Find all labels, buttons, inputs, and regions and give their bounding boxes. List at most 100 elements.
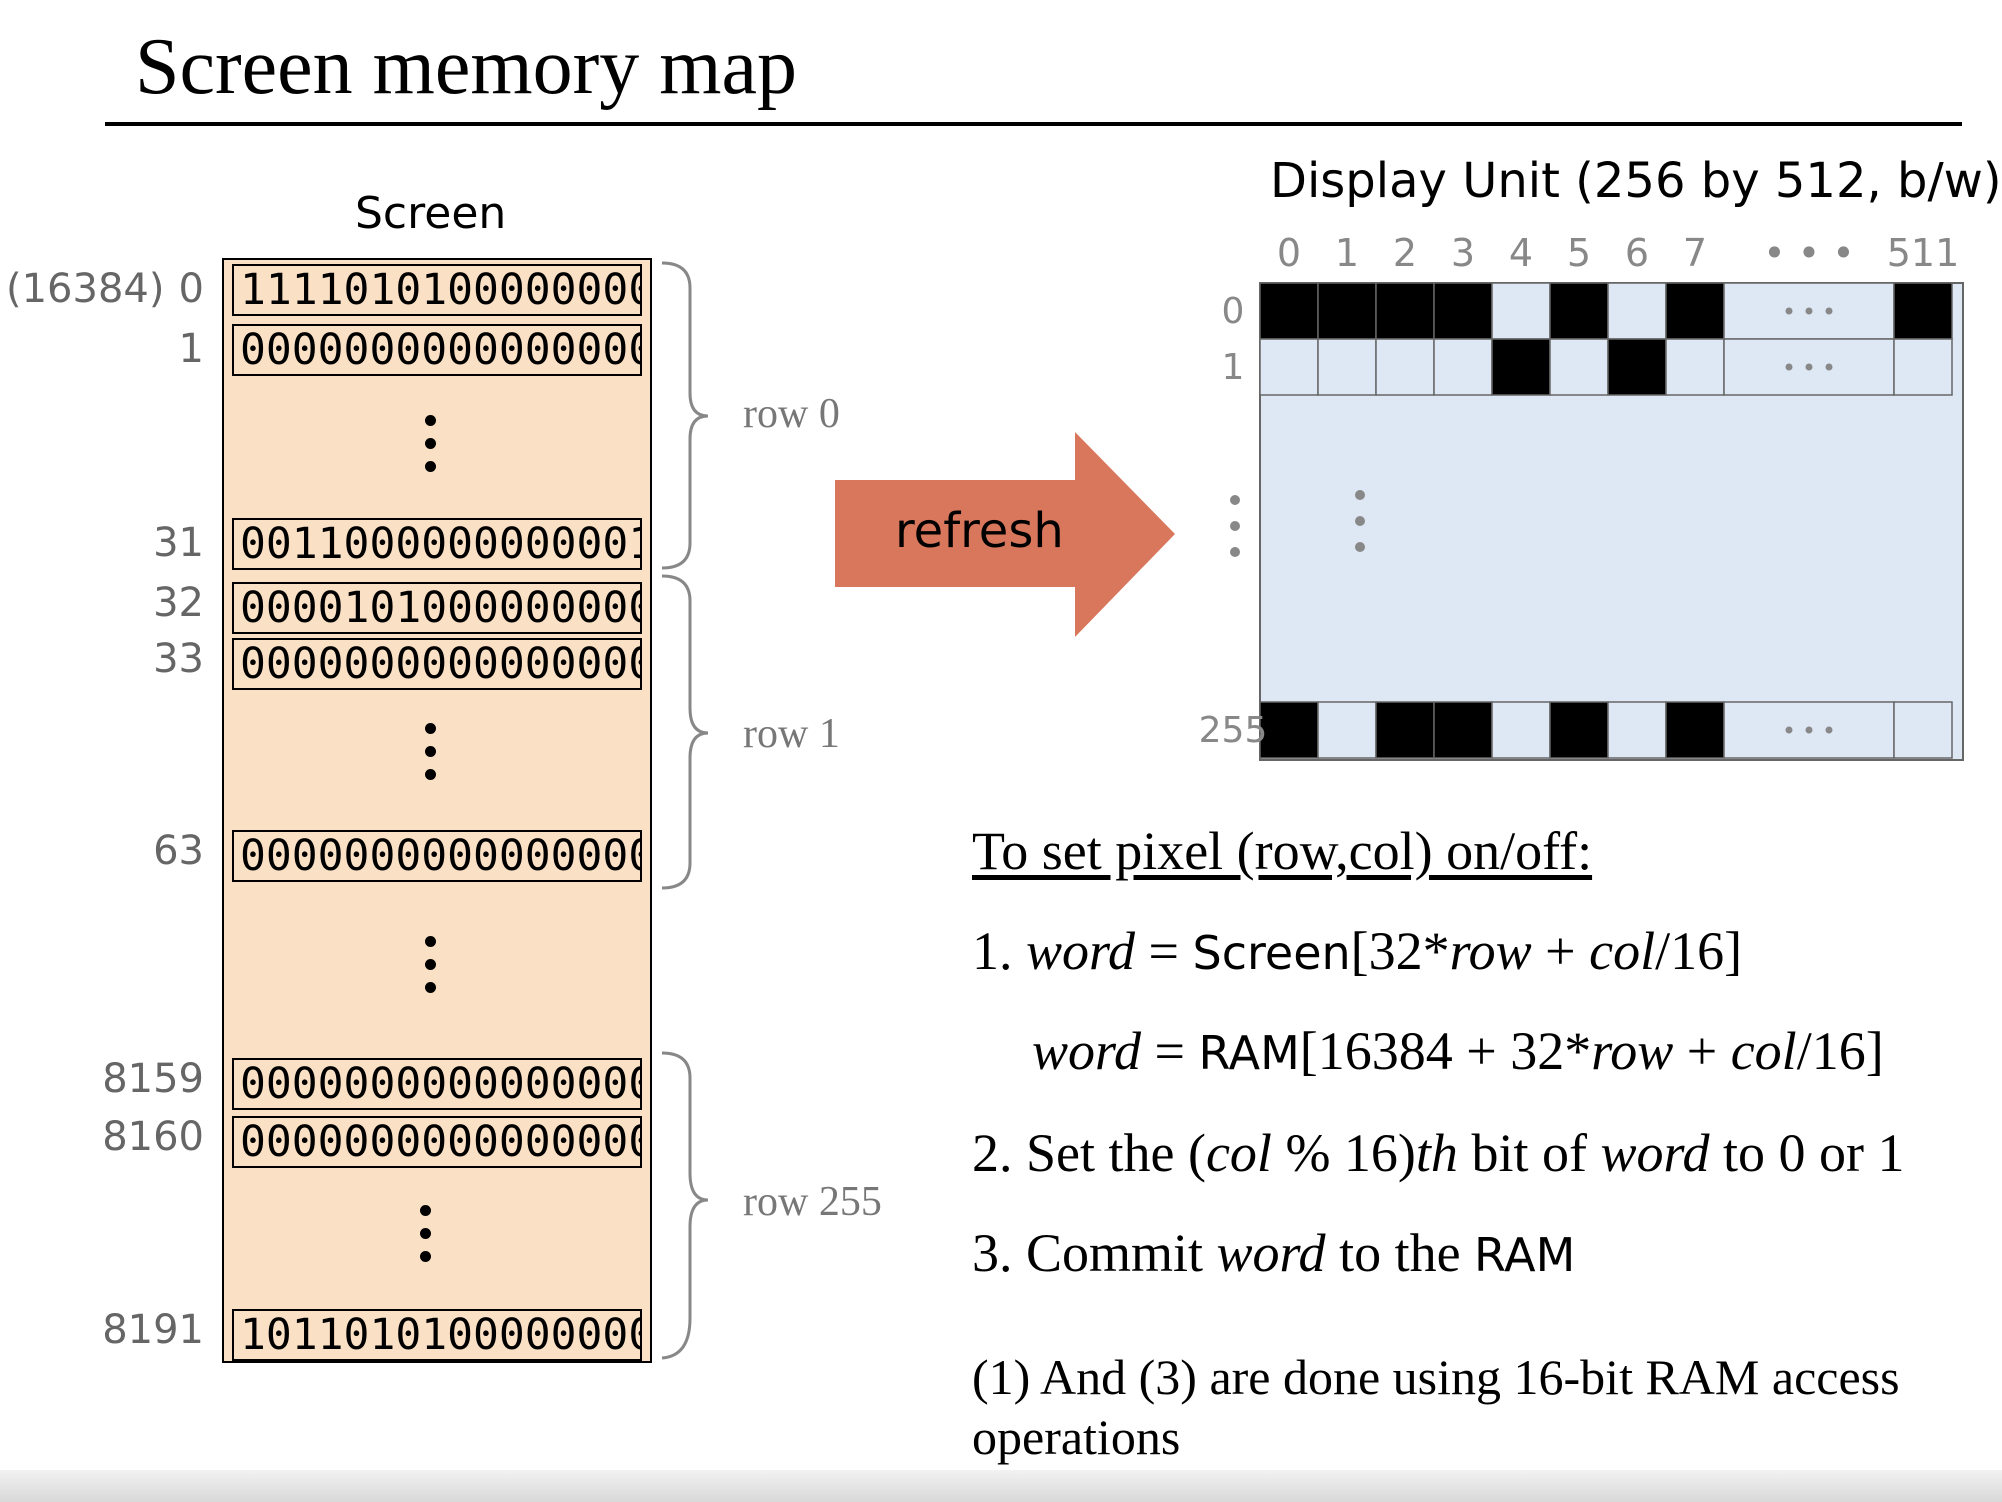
step-2-col: col	[1205, 1123, 1272, 1183]
vertical-ellipsis-icon	[420, 1205, 431, 1262]
address-label: 0	[178, 266, 204, 312]
step-1b-word: word	[1032, 1021, 1142, 1081]
row-255-label: row 255	[743, 1179, 882, 1225]
column-label: • • •	[1763, 231, 1854, 275]
memory-word-31: 0011000000000001	[224, 514, 650, 574]
memory-word-bits: 0000000000000000	[232, 1116, 642, 1168]
address-label: 1	[178, 326, 204, 372]
note-line-1: (1) And (3) are done using 16-bit RAM ac…	[972, 1349, 1900, 1405]
memory-word-bits: 0000000000000000	[232, 1058, 642, 1110]
screen-label: Screen	[355, 188, 507, 239]
row-ellipsis-dot	[1230, 547, 1240, 557]
column-label: 3	[1451, 231, 1475, 275]
pixel-off	[1491, 701, 1551, 759]
refresh-label: refresh	[895, 503, 1064, 559]
ellipsis-dot	[1785, 363, 1793, 371]
step-1b-ram: RAM	[1198, 1026, 1300, 1080]
memory-word-bits: 0000101000000000	[232, 582, 642, 634]
memory-word-1: 0000000000000000	[224, 320, 650, 380]
step-1-a: [32*	[1350, 921, 1450, 981]
ellipsis-dot	[1785, 726, 1793, 734]
step-1-c: /16]	[1655, 921, 1743, 981]
ellipsis-dot	[1785, 307, 1793, 315]
step-1b-equals: =	[1141, 1021, 1199, 1081]
row-label: 255	[1199, 710, 1268, 751]
pixel-on	[1893, 282, 1953, 340]
pixel-on	[1259, 701, 1319, 759]
ellipsis-dot	[1805, 726, 1813, 734]
pixel-off	[1549, 338, 1609, 396]
pixel-off	[1433, 338, 1493, 396]
step-2-b: % 16)	[1271, 1123, 1416, 1183]
step-2-d: to 0 or 1	[1709, 1123, 1905, 1183]
row-ellipsis-dot	[1230, 521, 1240, 531]
display-unit-title: Display Unit (256 by 512, b/w)	[1270, 153, 2002, 209]
brace-row-0	[661, 261, 709, 570]
memory-word-bits: 1111010100000000	[232, 264, 642, 316]
ellipsis-dot	[1825, 726, 1833, 734]
bottom-bar	[0, 1470, 2002, 1502]
pixel-ellipsis-dot	[1355, 516, 1365, 526]
ellipsis-dot	[1825, 363, 1833, 371]
column-label: 6	[1625, 231, 1649, 275]
row-1-label: row 1	[743, 711, 840, 757]
pixel-off	[1317, 338, 1377, 396]
instructions-heading: To set pixel (row,col) on/off:	[972, 821, 1593, 881]
address-label: 8191	[102, 1307, 204, 1353]
step-1-word: word	[1026, 921, 1136, 981]
pixel-on	[1549, 282, 1609, 340]
memory-word-63: 0000000000000000	[224, 826, 650, 886]
step-1-equals: =	[1135, 921, 1193, 981]
pixel-on	[1491, 338, 1551, 396]
title-underline	[105, 122, 1962, 126]
step-1-ram: word = RAM[16384 + 32*row + col/16]	[1032, 1020, 1884, 1082]
memory-word-33: 0000000000000000	[224, 634, 650, 694]
row-label: 0	[1222, 291, 1245, 332]
ellipsis-dot	[1805, 307, 1813, 315]
pixel-on	[1259, 282, 1319, 340]
instructions: To set pixel (row,col) on/off: 1. word =…	[972, 820, 2002, 1480]
address-label: 31	[153, 520, 204, 566]
memory-word-8160: 0000000000000000	[224, 1112, 650, 1172]
step-2-word: word	[1600, 1123, 1710, 1183]
pixel-off	[1893, 701, 1953, 759]
pixel-ellipsis-dot	[1355, 542, 1365, 552]
column-label: 2	[1393, 231, 1417, 275]
refresh-arrow-icon	[835, 432, 1175, 637]
step-1: 1. word = Screen[32*row + col/16]	[972, 920, 1742, 982]
memory-word-bits: 0011000000000001	[232, 518, 642, 570]
step-1b-a: [16384 + 32*	[1299, 1021, 1592, 1081]
pixel-off	[1375, 338, 1435, 396]
memory-word-bits: 0000000000000000	[232, 324, 642, 376]
step-1-col: col	[1589, 921, 1656, 981]
step-3: 3. Commit word to the RAM	[972, 1222, 1575, 1284]
step-1b-col: col	[1730, 1021, 1797, 1081]
step-1-b: +	[1531, 921, 1590, 981]
pixel-off	[1607, 282, 1667, 340]
row-label: 1	[1222, 347, 1245, 388]
note-line-2: operations	[972, 1409, 1181, 1465]
memory-word-bits: 0000000000000000	[232, 638, 642, 690]
pixel-on	[1607, 338, 1667, 396]
address-label: 63	[153, 828, 204, 874]
screen-memory-block: 1111010100000000 0000000000000000 001100…	[222, 258, 652, 1363]
memory-word-bits: 0000000000000000	[232, 830, 642, 882]
pixel-on	[1549, 701, 1609, 759]
row-braces	[661, 261, 709, 1360]
pixel-on	[1665, 701, 1725, 759]
column-label: 5	[1567, 231, 1591, 275]
column-label: 1	[1335, 231, 1359, 275]
pixel-off	[1893, 338, 1953, 396]
step-3-a: 3. Commit	[972, 1223, 1217, 1283]
pixel-off	[1317, 701, 1377, 759]
column-label: 4	[1509, 231, 1533, 275]
step-2-c: bit of	[1457, 1123, 1601, 1183]
pixel-on	[1665, 282, 1725, 340]
step-1b-c: /16]	[1796, 1021, 1884, 1081]
brace-row-255	[661, 1051, 709, 1360]
step-3-b: to the	[1325, 1223, 1475, 1283]
memory-word-bits: 1011010100000000	[232, 1309, 642, 1361]
slide-title: Screen memory map	[135, 23, 797, 111]
pixel-on	[1375, 701, 1435, 759]
vertical-ellipsis-icon	[425, 415, 436, 472]
